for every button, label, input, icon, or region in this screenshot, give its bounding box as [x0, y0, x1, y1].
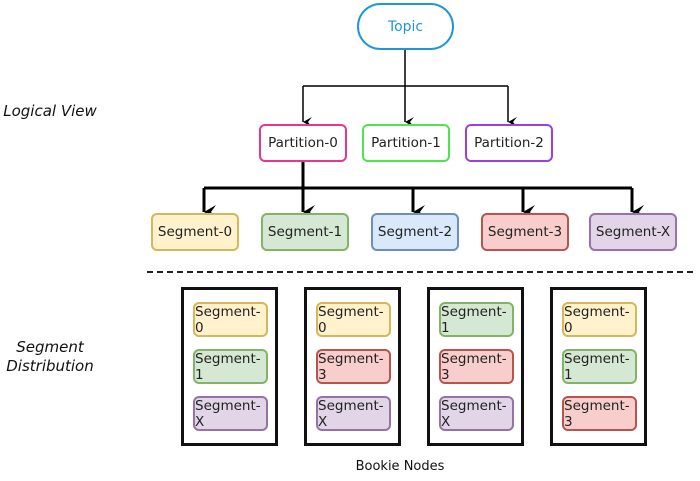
bookie-segment-x: Segment-X: [439, 396, 514, 431]
bookie-segment-3: Segment-3: [439, 349, 514, 384]
bookie-nodes-label: Bookie Nodes: [355, 459, 445, 474]
bookie-segment-x: Segment-X: [316, 396, 391, 431]
bookie-segment-1: Segment-1: [193, 349, 268, 384]
bookie-segment-0: Segment-0: [562, 302, 637, 337]
logical-view-label: Logical View: [3, 102, 97, 120]
topic-node: Topic: [357, 3, 454, 50]
bookie-segment-3: Segment-3: [316, 349, 391, 384]
segment-distribution-line1: Segment: [16, 338, 84, 356]
segment-2-node: Segment-2: [371, 213, 459, 251]
segment-3-node: Segment-3: [481, 213, 569, 251]
segment-distribution-line2: Distribution: [6, 357, 94, 375]
partition-node-1: Partition-1: [362, 124, 450, 162]
segment-1-node: Segment-1: [261, 213, 349, 251]
bookie-segment-3: Segment-3: [562, 396, 637, 431]
bookie-segment-1: Segment-1: [439, 302, 514, 337]
segment-0-node: Segment-0: [151, 213, 239, 251]
bookie-segment-1: Segment-1: [562, 349, 637, 384]
partition-node-2: Partition-2: [465, 124, 553, 162]
bookie-segment-0: Segment-0: [193, 302, 268, 337]
segment-x-node: Segment-X: [589, 213, 677, 251]
partition-node-0: Partition-0: [259, 124, 347, 162]
bookie-segment-x: Segment-X: [193, 396, 268, 431]
segment-distribution-label: Segment Distribution: [0, 338, 100, 376]
bookie-segment-0: Segment-0: [316, 302, 391, 337]
